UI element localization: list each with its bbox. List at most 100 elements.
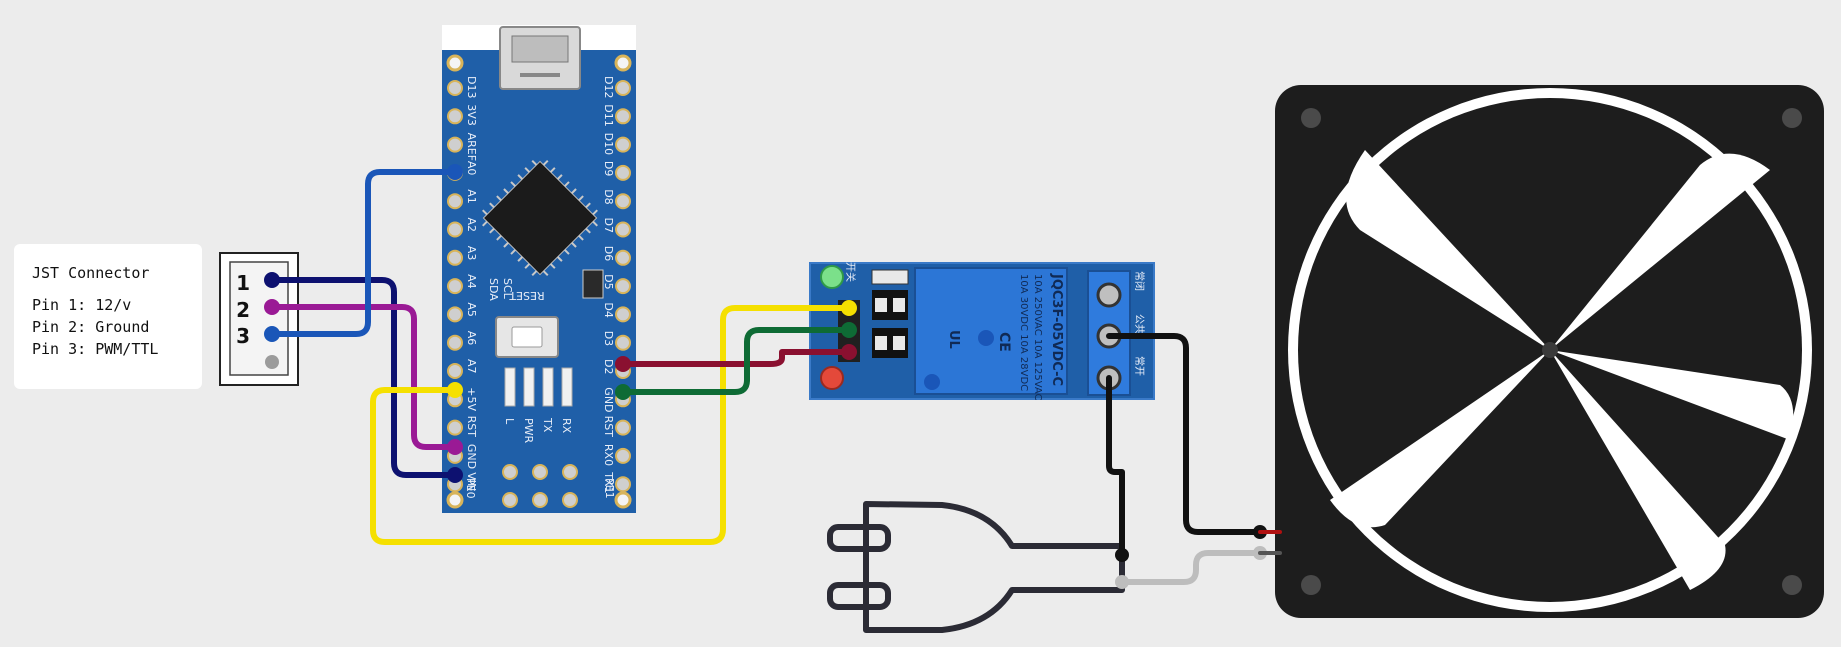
- left-pin-label: +5V: [465, 387, 478, 411]
- relay-led-red: [820, 366, 844, 390]
- right-pin-label: D4: [602, 302, 615, 317]
- sda-label: SDA: [487, 278, 500, 301]
- right-pin-label: D6: [602, 246, 615, 261]
- led-label-l: L: [503, 418, 516, 425]
- left-pin-label: A6: [465, 331, 478, 346]
- right-pin-hole: [615, 278, 631, 295]
- left-pin-hole: [447, 136, 463, 153]
- note-title: JST Connector: [32, 264, 150, 282]
- left-pin-label: VIN: [465, 472, 478, 491]
- left-pin-hole: [447, 363, 463, 379]
- reset-button[interactable]: [495, 316, 559, 358]
- left-pin-label: A3: [465, 246, 478, 261]
- led-label-tx: TX: [541, 417, 554, 433]
- left-pin-hole: [447, 249, 463, 266]
- note-pin-2: Pin 2: Ground: [32, 318, 150, 336]
- status-leds: L PWR TX RX: [503, 367, 573, 444]
- right-pin-hole: [615, 334, 631, 351]
- right-pin-label: D11: [602, 104, 615, 126]
- wire-green-ground: [620, 327, 852, 395]
- relay-module: 开关 JQC3F-05VDC-C 10A 250VAC 10A 125VAC 1…: [809, 262, 1155, 401]
- terminal-label-nc: 常闭: [1133, 271, 1146, 291]
- wire-gray-neutral: [1119, 550, 1263, 585]
- right-pin-hole: [615, 476, 631, 493]
- right-pin-label: D3: [602, 331, 615, 346]
- right-pin-label: D10: [602, 133, 615, 155]
- right-pin-label: D7: [602, 218, 615, 233]
- right-pin-label: D5: [602, 274, 615, 289]
- right-pin-hole: [615, 306, 631, 323]
- led-label-pwr: PWR: [522, 418, 535, 444]
- relay-ce-mark: CE: [996, 332, 1012, 352]
- jst-connector: 1 2 3: [219, 252, 299, 386]
- left-pin-hole: [447, 80, 463, 96]
- right-pin-hole: [615, 136, 631, 153]
- wire-navy-12v: [269, 277, 458, 478]
- microcontroller-chip: [482, 160, 598, 276]
- cooling-fan: [1275, 85, 1824, 618]
- wire-maroon-signal: [620, 349, 852, 367]
- note-pin-3: Pin 3: PWM/TTL: [32, 340, 159, 358]
- right-pin-label: TX1: [602, 471, 615, 493]
- left-pin-label: D13: [465, 76, 478, 98]
- left-pin-label: A1: [465, 189, 478, 204]
- jst-connector-note: JST Connector Pin 1: 12/v Pin 2: Ground …: [14, 244, 202, 389]
- relay-model: JQC3F-05VDC-C: [1049, 273, 1064, 386]
- left-pin-hole: [447, 108, 463, 125]
- scl-label: SCL: [501, 278, 514, 300]
- wire-magenta-ground: [269, 304, 458, 450]
- pe0-label: PE0: [464, 478, 477, 499]
- right-pin-hole: [615, 193, 631, 210]
- left-pin-hole: [447, 334, 463, 351]
- jst-pin-1-label: 1: [236, 271, 250, 295]
- right-pin-hole: [615, 419, 631, 436]
- left-pin-hole: [447, 221, 463, 238]
- left-pin-label: 3V3: [465, 104, 478, 126]
- left-pin-label: A4: [465, 274, 478, 289]
- left-pin-label: A7: [465, 359, 478, 374]
- right-pin-hole: [615, 249, 631, 266]
- left-pin-hole: [447, 278, 463, 295]
- left-pin-hole: [447, 306, 463, 323]
- right-pin-hole: [615, 221, 631, 238]
- relay-rating-1: 10A 250VAC 10A 125VAC: [1032, 274, 1043, 401]
- relay-ul-mark: UL: [946, 330, 961, 349]
- relay-left-chars: 开关: [844, 262, 857, 282]
- right-pin-hole: [615, 447, 631, 464]
- wires: [264, 164, 1282, 589]
- right-pin-label: D2: [602, 359, 615, 374]
- left-pin-hole: [447, 193, 463, 210]
- left-pin-label: A2: [465, 218, 478, 233]
- right-pin-label: RX0: [602, 444, 615, 466]
- relay-cube: JQC3F-05VDC-C 10A 250VAC 10A 125VAC 10A …: [914, 267, 1068, 401]
- right-pin-hole: [615, 164, 631, 181]
- terminal-label-com: 公共: [1133, 314, 1145, 334]
- wire-yellow-5v: [370, 305, 852, 545]
- led-label-rx: RX: [560, 418, 573, 434]
- relay-led-green: [820, 265, 844, 289]
- left-pin-hole: [447, 419, 463, 436]
- left-pin-label: A5: [465, 302, 478, 317]
- jst-pin-3-label: 3: [236, 324, 250, 348]
- right-pin-hole: [615, 108, 631, 125]
- left-pin-label: RST: [465, 416, 478, 438]
- jst-pin-2-label: 2: [236, 298, 250, 322]
- terminal-label-no: 常开: [1133, 356, 1146, 376]
- wire-black-live: [1106, 375, 1125, 558]
- right-pin-label: D8: [602, 189, 615, 204]
- right-pin-label: RST: [602, 416, 615, 438]
- left-pin-label: AREF: [465, 133, 478, 161]
- right-pin-label: D12: [602, 76, 615, 98]
- reset-label: RESET: [509, 289, 545, 302]
- left-pin-label: GND: [465, 444, 478, 469]
- relay-rating-2: 10A 30VDC 10A 28VDC: [1018, 274, 1029, 391]
- note-pin-1: Pin 1: 12/v: [32, 296, 132, 314]
- right-pin-label: D9: [602, 161, 615, 176]
- left-pin-label: A0: [465, 161, 478, 176]
- wire-black-fan: [1106, 333, 1263, 535]
- right-pin-label: GND: [602, 387, 615, 412]
- pe1-label: PE1: [603, 478, 616, 499]
- ac-plug-icon: [827, 501, 1125, 633]
